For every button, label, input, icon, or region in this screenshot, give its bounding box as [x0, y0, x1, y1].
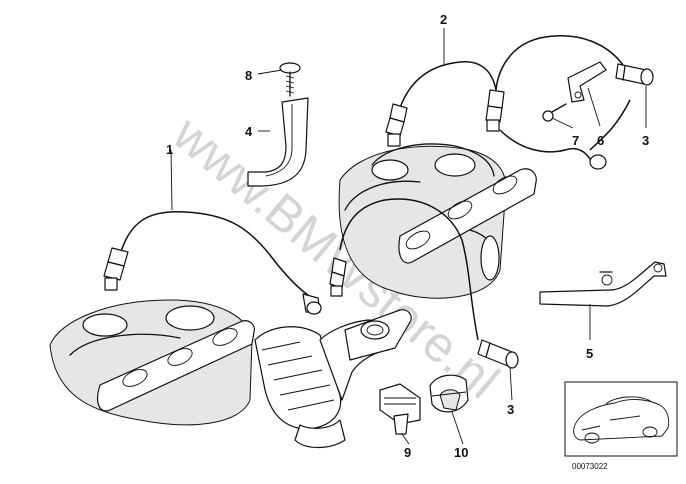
bracket-6 [567, 61, 607, 103]
connector-upper [615, 63, 654, 86]
callout-7: 7 [572, 133, 579, 148]
callout-9: 9 [404, 445, 411, 460]
bracket-5 [539, 261, 667, 307]
callout-10: 10 [454, 445, 468, 460]
car-thumbnail [564, 381, 678, 457]
oxygen-sensor-4 [329, 198, 479, 341]
callout-2: 2 [440, 12, 447, 27]
oxygen-sensor-2 [385, 35, 626, 147]
holder-4 [247, 97, 309, 187]
screw-8 [279, 62, 301, 97]
callout-3b: 3 [507, 402, 514, 417]
callout-8: 8 [245, 68, 252, 83]
rear-exhaust-manifold [338, 143, 537, 299]
screw-7 [542, 103, 567, 122]
callout-3a: 3 [642, 133, 649, 148]
image-code: 00073022 [572, 462, 608, 471]
front-exhaust-manifold [49, 299, 412, 449]
callout-1: 1 [166, 142, 173, 157]
callout-6: 6 [597, 133, 604, 148]
clip-9 [379, 383, 421, 435]
callout-leaders [170, 28, 647, 445]
callout-5: 5 [586, 346, 593, 361]
callout-4: 4 [245, 124, 253, 139]
oxygen-sensor-1 [103, 211, 322, 315]
oxygen-sensor-3-wire [499, 99, 631, 170]
connector-lower [477, 339, 519, 369]
clip-10 [429, 374, 469, 413]
